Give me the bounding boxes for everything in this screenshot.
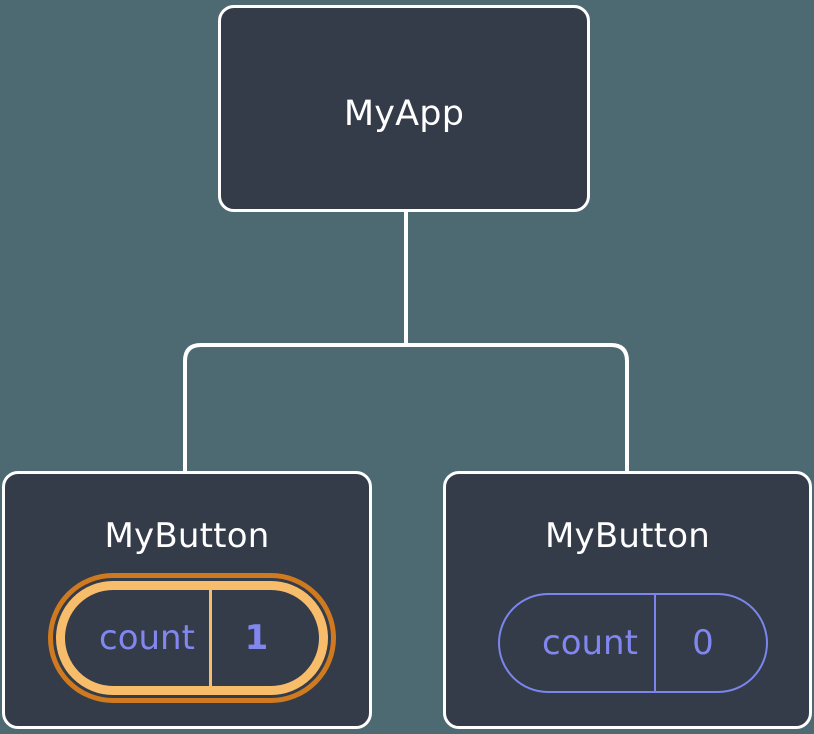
connector-branch-bar (183, 343, 629, 471)
state-value-count-left: 1 (208, 590, 319, 686)
node-mybutton-right-label: MyButton (545, 516, 710, 556)
node-mybutton-left-label: MyButton (104, 516, 270, 556)
state-key-count-right: count (542, 623, 638, 663)
node-mybutton-left[interactable]: MyButton count 1 (2, 471, 372, 729)
node-myapp-label: MyApp (343, 94, 465, 134)
node-myapp[interactable]: MyApp (218, 5, 590, 212)
state-pill-plain[interactable]: count 0 (498, 593, 768, 693)
state-pill-inner-ring: count 1 (56, 581, 328, 695)
node-mybutton-right[interactable]: MyButton count 0 (443, 471, 812, 729)
state-key-count-left: count (99, 618, 195, 658)
state-pill-highlighted[interactable]: count 1 (48, 573, 336, 703)
state-value-count-right: 0 (653, 595, 766, 691)
